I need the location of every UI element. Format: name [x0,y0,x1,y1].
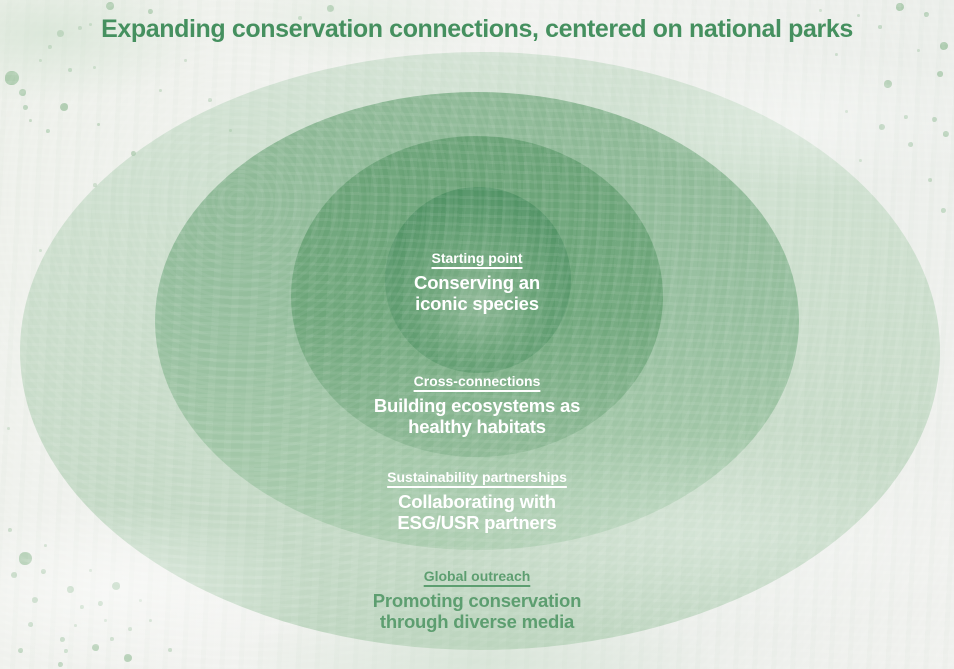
speckle-dot [64,649,68,653]
level-label: Cross-connections [413,373,541,389]
speckle-dot [858,158,862,162]
speckle-dot [326,4,334,12]
speckle-dot [96,122,100,126]
speckle-dot [43,543,47,547]
speckle-dot [208,98,212,102]
speckle-dot [931,116,937,122]
speckle-dot [158,88,162,92]
speckle-dot [943,131,949,137]
speckle-dot [940,207,946,213]
level-line: Conserving an [414,272,540,293]
level-text-starting-point: Starting point Conserving an iconic spec… [0,250,954,314]
speckle-dot [18,551,32,565]
speckle-dot [106,2,114,10]
speckle-dot [168,648,172,652]
speckle-dot [93,183,97,187]
level-text-global-outreach: Global outreach Promoting conservation t… [0,568,954,632]
speckle-dot [884,80,892,88]
page-title: Expanding conservation connections, cent… [101,15,853,43]
level-line: Promoting conservation [372,590,582,611]
level-text-sustainability-partnerships: Sustainability partnerships Collaboratin… [0,469,954,533]
speckle-dot [130,150,136,156]
level-line: iconic species [415,293,539,314]
speckle-dot [907,141,913,147]
speckle-dot [17,647,23,653]
speckle-dot [818,8,822,12]
level-line: Collaborating with [398,491,556,512]
speckle-dot [896,3,904,11]
speckle-dot [834,52,838,56]
speckle-dot [844,109,848,113]
speckle-dot [110,637,114,641]
level-line: Building ecosystems as [373,395,581,416]
speckle-dot [5,71,19,85]
speckle-dot [57,661,63,667]
speckle-dot [124,654,132,662]
speckle-dot [928,178,932,182]
speckle-dot [916,48,920,52]
speckle-dot [38,58,42,62]
speckle-dot [46,129,50,133]
speckle-dot [904,115,908,119]
level-text-cross-connections: Cross-connections Building ecosystems as… [0,373,954,437]
speckle-dot [48,45,52,49]
speckle-dot [59,636,65,642]
level-line: through diverse media [379,611,575,632]
level-line: healthy habitats [408,416,546,437]
level-label: Global outreach [423,568,531,584]
level-label: Sustainability partnerships [387,469,567,485]
level-label: Starting point [431,250,523,266]
speckle-dot [68,68,72,72]
speckle-dot [183,58,187,62]
speckle-dot [879,124,885,130]
level-line: ESG/USR partners [397,512,557,533]
speckle-dot [92,65,96,69]
speckle-dot [228,128,232,132]
speckle-dot [18,88,26,96]
speckle-dot [91,643,99,651]
speckle-dot [937,71,943,77]
speckle-dot [60,103,68,111]
speckle-dot [22,104,28,110]
speckle-dot [28,118,32,122]
speckle-dot [147,8,153,14]
